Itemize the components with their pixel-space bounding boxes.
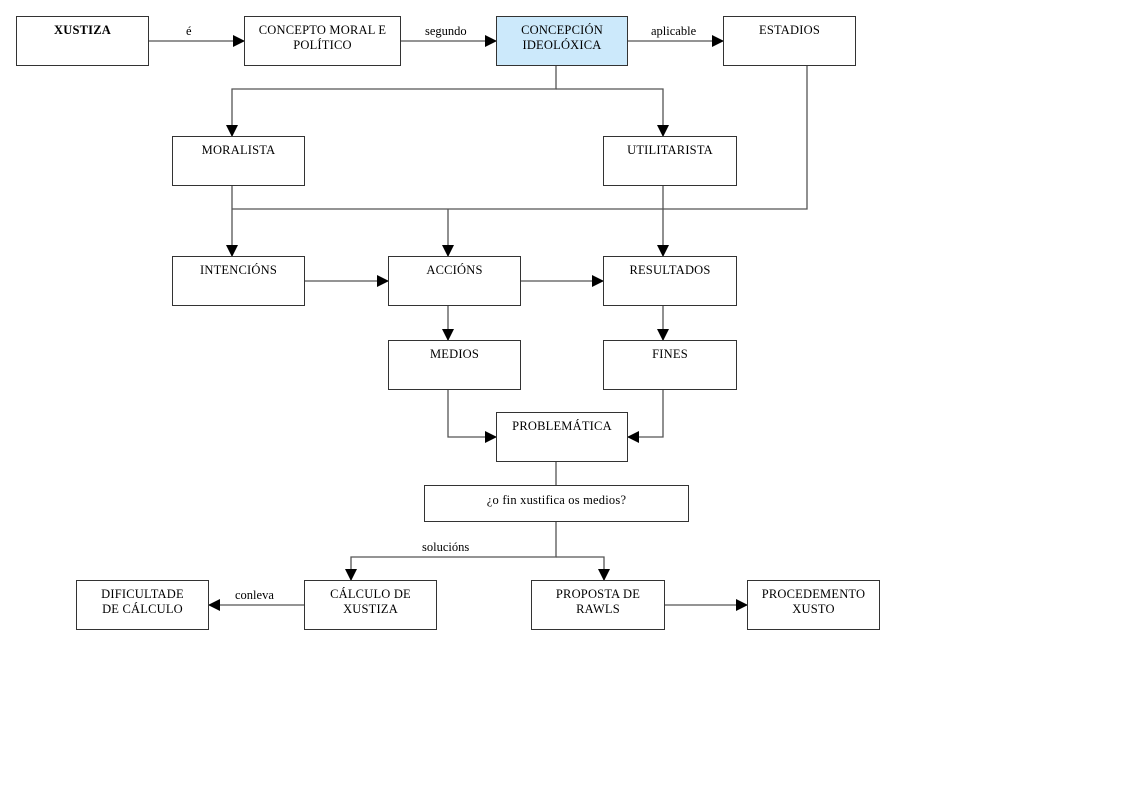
node-label: RESULTADOS — [629, 263, 711, 277]
node-problematica[interactable]: PROBLEMÁTICA — [496, 412, 628, 462]
node-label: ESTADIOS — [758, 23, 821, 37]
node-concepcion-ideoloxica[interactable]: CONCEPCIÓN IDEOLÓXICA — [496, 16, 628, 66]
node-concepto-moral[interactable]: CONCEPTO MORAL E POLÍTICO — [244, 16, 401, 66]
edge-label-aplicable: aplicable — [651, 24, 697, 38]
node-resultados[interactable]: RESULTADOS — [603, 256, 737, 306]
node-label: PROCEDEMENTO XUSTO — [761, 587, 866, 616]
edge-label-solucions: solucións — [422, 540, 470, 554]
edge-label-conleva: conleva — [235, 588, 274, 602]
node-intencions[interactable]: INTENCIÓNS — [172, 256, 305, 306]
edge-label-segundo: segundo — [425, 24, 467, 38]
edge-medios-problematica — [447, 389, 497, 443]
node-label: CÁLCULO DE XUSTIZA — [330, 587, 411, 616]
node-label: PROPOSTA DE RAWLS — [555, 587, 641, 616]
node-label: ¿o fin xustifica os medios? — [486, 493, 627, 507]
node-calculo-xustiza[interactable]: CÁLCULO DE XUSTIZA — [304, 580, 437, 630]
node-proposta-rawls[interactable]: PROPOSTA DE RAWLS — [531, 580, 665, 630]
node-fines[interactable]: FINES — [603, 340, 737, 390]
node-label: XUSTIZA — [54, 23, 111, 37]
node-utilitarista[interactable]: UTILITARISTA — [603, 136, 737, 186]
node-label: UTILITARISTA — [627, 143, 713, 157]
node-label: CONCEPCIÓN IDEOLÓXICA — [521, 23, 603, 52]
node-label: PROBLEMÁTICA — [512, 419, 612, 433]
edge-concepcion-branch — [226, 65, 557, 137]
edge-label-e: é — [186, 24, 192, 38]
edge-fines-problematica — [627, 389, 664, 443]
node-procedemento-xusto[interactable]: PROCEDEMENTO XUSTO — [747, 580, 880, 630]
node-label: INTENCIÓNS — [200, 263, 277, 277]
node-dificultade-calculo[interactable]: DIFICULTADE DE CÁLCULO — [76, 580, 209, 630]
node-pregunta[interactable]: ¿o fin xustifica os medios? — [424, 485, 689, 522]
node-xustiza[interactable]: XUSTIZA — [16, 16, 149, 66]
node-estados[interactable]: ESTADIOS — [723, 16, 856, 66]
edge-estados-bus — [232, 65, 808, 210]
node-accions[interactable]: ACCIÓNS — [388, 256, 521, 306]
node-medios[interactable]: MEDIOS — [388, 340, 521, 390]
node-label: MEDIOS — [429, 347, 480, 361]
node-label: FINES — [652, 347, 688, 361]
node-moralista[interactable]: MORALISTA — [172, 136, 305, 186]
node-label: DIFICULTADE DE CÁLCULO — [101, 587, 184, 616]
node-label: ACCIÓNS — [426, 263, 483, 277]
node-label: CONCEPTO MORAL E POLÍTICO — [258, 23, 387, 52]
node-label: MORALISTA — [201, 143, 276, 157]
edge-solucions-rawls — [556, 556, 610, 581]
edge-concepcion-utilitarista — [556, 88, 669, 137]
edge-solucions-calculo — [345, 521, 557, 581]
